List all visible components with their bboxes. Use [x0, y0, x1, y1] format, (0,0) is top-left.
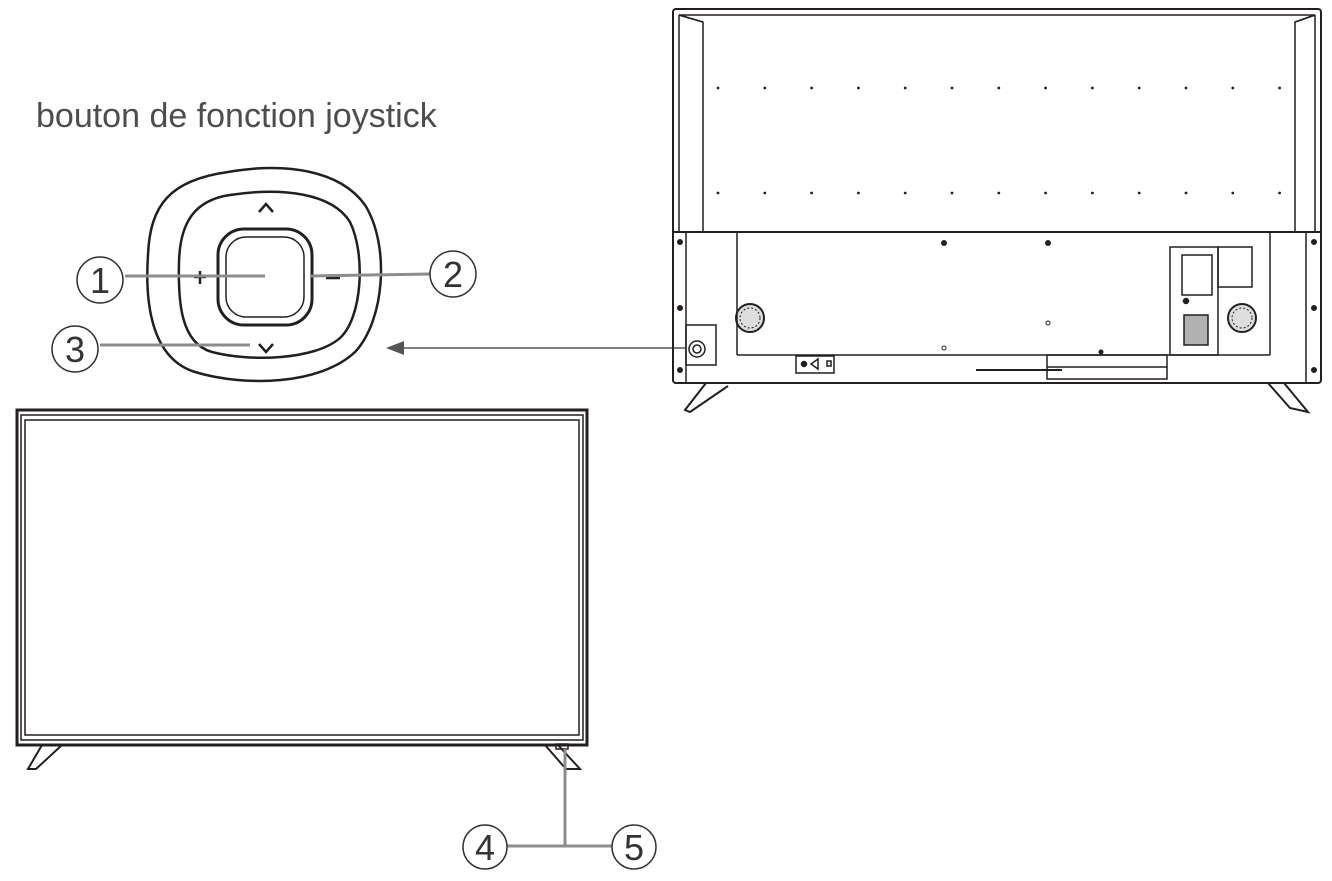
- joystick-outer-ring: [146, 166, 383, 383]
- vesa-dot: [1044, 86, 1047, 90]
- vesa-dot: [1278, 86, 1281, 90]
- callout-2-number: 2: [443, 254, 463, 295]
- vesa-dot: [1091, 86, 1094, 90]
- callout-3: 3: [51, 325, 99, 373]
- pointer-arrow: [386, 341, 686, 355]
- vesa-dot: [903, 86, 907, 90]
- vesa-dot: [810, 191, 813, 195]
- front-callout-lines: [507, 749, 612, 848]
- vesa-dot: [1091, 191, 1094, 195]
- vesa-dot: [857, 191, 860, 195]
- callout-5: 5: [611, 824, 657, 870]
- tv-front-bezel-outer: [15, 408, 589, 747]
- vesa-dot: [1044, 191, 1047, 195]
- joystick-location: [685, 324, 717, 366]
- callout-2: 2: [429, 250, 477, 298]
- tv-rear-foot-left: [683, 382, 729, 414]
- vesa-dot: [1278, 191, 1281, 195]
- vesa-dot: [997, 191, 1001, 195]
- tv-rear-view: [672, 8, 1322, 414]
- tv-front-screen: [24, 419, 580, 736]
- vesa-dot: [1184, 86, 1188, 90]
- connector-panel: [1169, 246, 1253, 356]
- tv-rear-frame: [672, 8, 1322, 384]
- vesa-dot: [950, 191, 954, 195]
- vesa-dots: [716, 86, 1281, 195]
- callout-1-number: 1: [90, 260, 110, 301]
- tv-front-bezel-inner: [20, 414, 584, 741]
- vesa-dot: [950, 86, 954, 90]
- callout-4-number: 4: [475, 827, 495, 868]
- joystick-callout-lines: [100, 272, 431, 347]
- vesa-dot: [857, 86, 860, 90]
- tv-rear-upper-panel: [678, 14, 1316, 233]
- chevron-up-icon: [258, 202, 274, 213]
- ir-sensor-module: [555, 743, 569, 750]
- vesa-dot: [1137, 191, 1141, 195]
- vesa-dot: [716, 191, 720, 195]
- tv-rear-foot-right: [1267, 382, 1311, 414]
- vesa-dot: [1184, 191, 1188, 195]
- vesa-dot: [763, 86, 767, 90]
- diagram-title: bouton de fonction joystick: [36, 97, 438, 135]
- vesa-dot: [903, 191, 907, 195]
- vesa-dot: [810, 86, 813, 90]
- vesa-dot: [763, 191, 767, 195]
- vesa-dot: [1231, 86, 1235, 90]
- callout-5-number: 5: [624, 827, 644, 868]
- callout-1: 1: [76, 256, 124, 304]
- callout-line-2: [309, 272, 431, 278]
- label-plate: [795, 355, 835, 374]
- speaker-grill-left: [735, 303, 765, 333]
- chevron-down-icon: [258, 343, 274, 354]
- joystick-inner-ring: [177, 190, 361, 359]
- rear-screws: [677, 239, 1317, 373]
- tv-front-foot-right: [544, 744, 583, 770]
- callout-3-number: 3: [65, 329, 85, 370]
- vesa-dot: [1231, 191, 1235, 195]
- tv-front-view: [15, 408, 589, 770]
- vesa-dot: [1137, 86, 1141, 90]
- callout-4: 4: [462, 824, 508, 870]
- speaker-grill-right: [1227, 303, 1257, 333]
- vesa-dot: [997, 86, 1001, 90]
- tv-front-foot-left: [26, 744, 63, 770]
- vesa-dot: [716, 86, 720, 90]
- bottom-bracket: [976, 354, 1168, 380]
